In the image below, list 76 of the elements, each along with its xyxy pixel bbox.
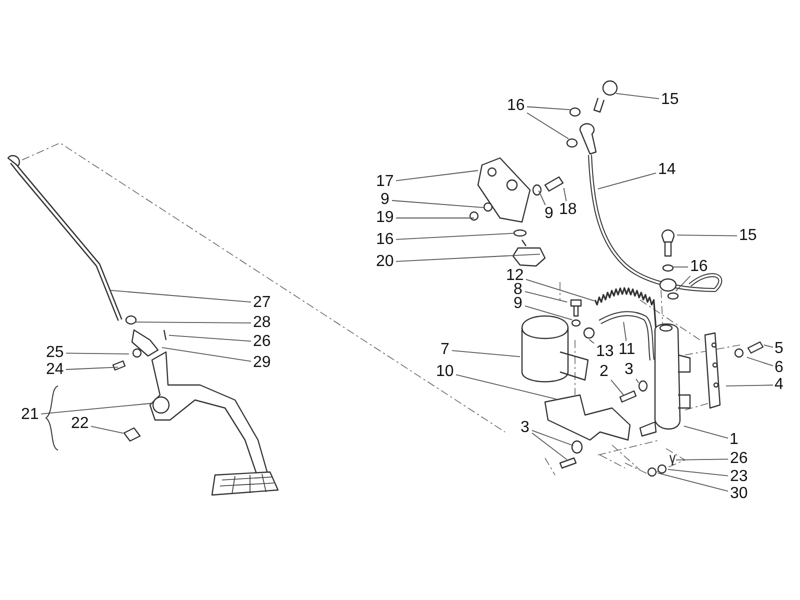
leader-line — [134, 322, 252, 324]
callout-number: 1 — [730, 432, 738, 448]
callout-number: 20 — [376, 254, 394, 270]
leader-line — [526, 279, 595, 302]
callout-number: 8 — [514, 282, 522, 298]
callout-number: 9 — [514, 296, 522, 312]
callout-number: 15 — [661, 92, 679, 108]
callout-number: 25 — [46, 345, 64, 361]
leader-line — [538, 190, 546, 206]
leader-line — [668, 468, 728, 476]
leader-line — [452, 350, 520, 358]
leader-line — [526, 112, 570, 140]
callout-number: 22 — [71, 416, 89, 432]
leader-line — [396, 170, 478, 182]
callout-number: 6 — [774, 360, 784, 376]
leader-line — [162, 347, 252, 362]
leader-line — [726, 384, 774, 386]
leader-line — [396, 254, 540, 262]
callout-number: 21 — [21, 407, 39, 423]
callout-number: 23 — [730, 469, 748, 485]
leader-line — [90, 426, 124, 434]
leader-line — [597, 172, 656, 190]
leader-line — [168, 334, 252, 342]
leader-line — [456, 374, 557, 400]
leader-line — [763, 344, 774, 348]
callout-number: 16 — [507, 98, 525, 114]
callout-number: 17 — [376, 174, 394, 190]
leader-line — [676, 458, 728, 460]
callout-number: 3 — [624, 362, 634, 378]
callout-number: 30 — [730, 486, 748, 502]
leader-line — [66, 352, 130, 354]
leader-line — [532, 430, 574, 446]
callout-number: 28 — [253, 315, 271, 331]
leader-line — [636, 378, 640, 384]
leader-line — [675, 276, 691, 292]
leader-line — [392, 200, 486, 208]
leader-line — [40, 402, 152, 414]
callout-number: 3 — [520, 420, 530, 436]
leader-line — [110, 290, 252, 303]
leader-line — [588, 339, 594, 344]
callout-number: 5 — [774, 341, 784, 357]
callout-number: 18 — [559, 202, 577, 218]
callout-number: 2 — [600, 364, 608, 380]
leader-line — [396, 232, 516, 240]
callout-number: 7 — [440, 342, 450, 358]
callout-number: 26 — [253, 334, 271, 350]
leader-line — [563, 187, 567, 202]
leader-line — [623, 322, 627, 342]
callout-number: 19 — [376, 210, 394, 226]
leader-line — [524, 291, 568, 302]
callout-number: 11 — [618, 342, 636, 358]
callout-number: 24 — [46, 362, 64, 378]
callout-number: 14 — [658, 162, 676, 178]
callout-number: 13 — [596, 344, 614, 360]
callout-number: 15 — [739, 228, 757, 244]
callout-number: 4 — [774, 377, 784, 393]
leader-line — [746, 356, 774, 366]
leader-line — [524, 305, 573, 320]
leader-line — [532, 432, 568, 460]
leader-line — [657, 472, 728, 492]
callout-number: 16 — [376, 232, 394, 248]
leader-line — [526, 106, 570, 110]
leader-line — [616, 93, 660, 100]
leader-line — [672, 266, 688, 268]
leader-line — [66, 366, 118, 370]
callout-number: 12 — [506, 268, 524, 284]
callout-number: 26 — [730, 451, 748, 467]
callout-number: 10 — [436, 364, 454, 380]
leader-line — [683, 426, 728, 439]
callout-number: 27 — [253, 295, 271, 311]
callout-number: 16 — [690, 259, 708, 275]
callout-number: 9 — [544, 206, 554, 222]
leader-line — [610, 379, 624, 396]
callout-number: 9 — [380, 192, 390, 208]
callout-number: 29 — [253, 355, 271, 371]
leader-line — [676, 234, 738, 236]
